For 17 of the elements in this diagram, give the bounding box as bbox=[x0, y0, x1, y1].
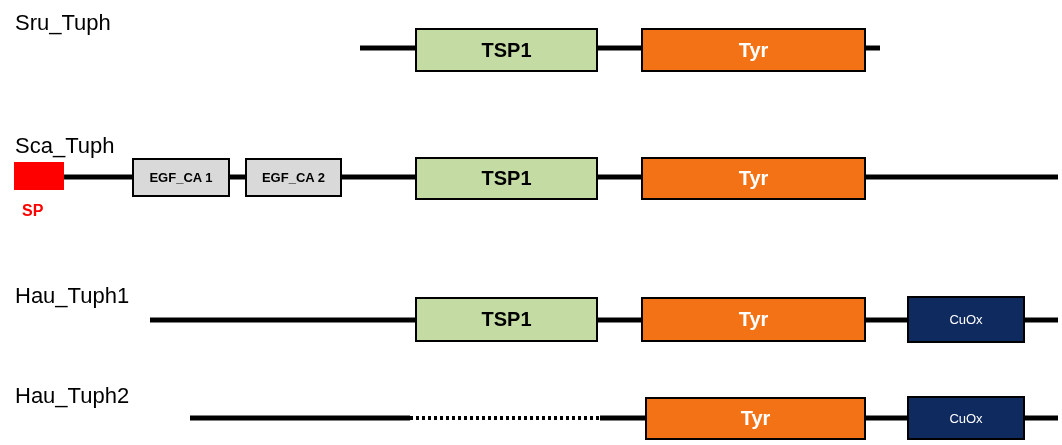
signal-peptide-box bbox=[14, 162, 64, 190]
domain-box: EGF_CA 2 bbox=[245, 158, 342, 197]
domain-box: TSP1 bbox=[415, 297, 598, 342]
domain-box: TSP1 bbox=[415, 157, 598, 200]
gene-name-label: Sru_Tuph bbox=[15, 10, 111, 36]
domain-label: SP bbox=[22, 202, 44, 220]
domain-box: Tyr bbox=[645, 397, 866, 440]
domain-box: EGF_CA 1 bbox=[132, 158, 230, 197]
domain-box: CuOx bbox=[907, 296, 1025, 343]
domain-box: TSP1 bbox=[415, 28, 598, 72]
domain-box: Tyr bbox=[641, 157, 866, 200]
gene-name-label: Hau_Tuph1 bbox=[15, 283, 130, 309]
domain-box: CuOx bbox=[907, 396, 1025, 440]
domain-box: Tyr bbox=[641, 297, 866, 342]
gene-name-label: Sca_Tuph bbox=[15, 133, 115, 159]
domain-box: Tyr bbox=[641, 28, 866, 72]
gene-name-label: Hau_Tuph2 bbox=[15, 383, 130, 409]
